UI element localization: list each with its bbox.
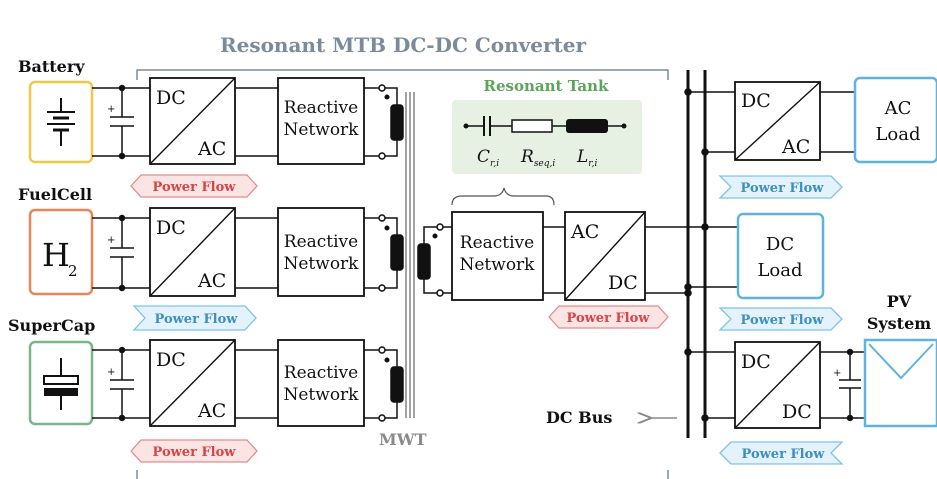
acdc-dc: DC bbox=[608, 272, 638, 294]
rconv-ac: AC bbox=[781, 136, 810, 158]
power-flow-ac-load: Power Flow bbox=[718, 175, 843, 199]
ac-load bbox=[853, 76, 937, 164]
rn1-line1: Reactive bbox=[284, 98, 358, 118]
rn3-line1: Reactive bbox=[284, 363, 358, 383]
ac-load-line2: Load bbox=[875, 124, 920, 145]
rnm-line2: Network bbox=[460, 255, 536, 275]
rn1-line2: Network bbox=[284, 120, 360, 140]
rn2-line1: Reactive bbox=[284, 232, 358, 252]
bus-to-dc-load-wires bbox=[684, 226, 738, 291]
svg-text:Power Flow: Power Flow bbox=[741, 313, 825, 328]
tank-r: Rseq,i bbox=[520, 147, 555, 169]
svg-text:Power Flow: Power Flow bbox=[742, 447, 826, 462]
title: Resonant MTB DC-DC Converter bbox=[220, 33, 587, 57]
input-row-1-wiring bbox=[92, 84, 150, 160]
cap-plus-2: + bbox=[107, 235, 115, 246]
pv-label-line2: System bbox=[867, 314, 931, 333]
dcac-converter-1 bbox=[149, 77, 236, 165]
power-flow-row2: Power Flow bbox=[132, 305, 257, 331]
acdc-ac: AC bbox=[570, 221, 599, 243]
dc-load-line1: DC bbox=[766, 234, 794, 255]
reactive-network-middle bbox=[451, 211, 544, 301]
pv-conv-dc2: DC bbox=[782, 401, 812, 423]
pv-conv-dc1: DC bbox=[741, 351, 771, 373]
power-flow-dc-load: Power Flow bbox=[718, 307, 843, 331]
rn3-line2: Network bbox=[284, 385, 360, 405]
mwt-core bbox=[405, 92, 415, 418]
bus-to-ac-load-wires bbox=[684, 88, 855, 156]
conv3-dc: DC bbox=[156, 349, 186, 371]
resonant-tank-panel bbox=[452, 100, 642, 174]
svg-text:Power Flow: Power Flow bbox=[567, 311, 651, 326]
fuelcell-symbol: H bbox=[42, 236, 70, 274]
conv1-ac: AC bbox=[197, 138, 226, 160]
dcdc-converter-pv bbox=[734, 341, 821, 429]
input-row-2-wiring bbox=[92, 214, 150, 292]
fuelcell-label: FuelCell bbox=[18, 185, 92, 204]
dc-load-line2: Load bbox=[757, 260, 802, 281]
pv-label-line1: PV bbox=[887, 292, 912, 311]
supercap-label: SuperCap bbox=[8, 316, 95, 335]
conv2-dc: DC bbox=[156, 217, 186, 239]
dc-bus-bars bbox=[686, 70, 707, 438]
conv-to-reactive-wires bbox=[235, 87, 278, 419]
tank-brace bbox=[451, 187, 555, 206]
svg-text:Power Flow: Power Flow bbox=[155, 312, 239, 327]
rnm-to-acdc-wires bbox=[543, 226, 565, 294]
battery-label: Battery bbox=[18, 57, 85, 76]
winding-right bbox=[417, 223, 452, 297]
battery-source bbox=[28, 80, 94, 164]
dcac-converter-2 bbox=[149, 207, 236, 297]
conv3-ac: AC bbox=[197, 400, 226, 422]
reactive-network-1 bbox=[277, 77, 365, 165]
dcac-converter-3 bbox=[149, 339, 236, 427]
ac-load-line1: AC bbox=[884, 98, 912, 119]
supercap-source bbox=[28, 340, 94, 426]
power-flow-row1: Power Flow bbox=[130, 174, 258, 198]
bus-to-pv-wires bbox=[684, 348, 865, 422]
conv2-ac: AC bbox=[197, 270, 226, 292]
dc-load bbox=[736, 212, 825, 300]
acdc-converter-middle bbox=[564, 211, 646, 301]
title-bracket bbox=[136, 69, 669, 80]
svg-text:Power Flow: Power Flow bbox=[153, 445, 237, 460]
rconv-dc: DC bbox=[741, 90, 771, 112]
power-flow-row3: Power Flow bbox=[130, 439, 258, 463]
power-flow-pv: Power Flow bbox=[719, 441, 844, 465]
dc-bus-label: DC Bus bbox=[546, 408, 612, 427]
mwt-label: MWT bbox=[379, 430, 427, 449]
tank-c: Cr,i bbox=[477, 147, 499, 169]
rnm-line1: Reactive bbox=[460, 233, 534, 253]
rn2-line2: Network bbox=[284, 254, 360, 274]
reactive-network-3 bbox=[277, 339, 365, 427]
cap-plus-3: + bbox=[107, 367, 115, 378]
svg-text:Power Flow: Power Flow bbox=[741, 181, 825, 196]
input-row-3-wiring bbox=[92, 346, 150, 422]
pv-cap-plus: + bbox=[833, 368, 841, 379]
cap-plus-1: + bbox=[107, 104, 115, 115]
acdc-to-bus-wires bbox=[645, 223, 709, 297]
pv-panel bbox=[863, 338, 937, 428]
svg-text:Power Flow: Power Flow bbox=[153, 180, 237, 195]
windings-left bbox=[364, 84, 404, 422]
power-flow-middle: Power Flow bbox=[548, 305, 669, 329]
fuelcell-source: H 2 bbox=[28, 208, 94, 296]
dcac-converter-right bbox=[734, 81, 821, 161]
tank-l: Lr,i bbox=[576, 147, 597, 169]
resonant-tank-label: Resonant Tank bbox=[484, 77, 609, 95]
bottom-bracket-ticks bbox=[136, 470, 669, 479]
fuelcell-subscript: 2 bbox=[68, 262, 78, 280]
reactive-network-2 bbox=[277, 207, 365, 297]
conv1-dc: DC bbox=[156, 87, 186, 109]
